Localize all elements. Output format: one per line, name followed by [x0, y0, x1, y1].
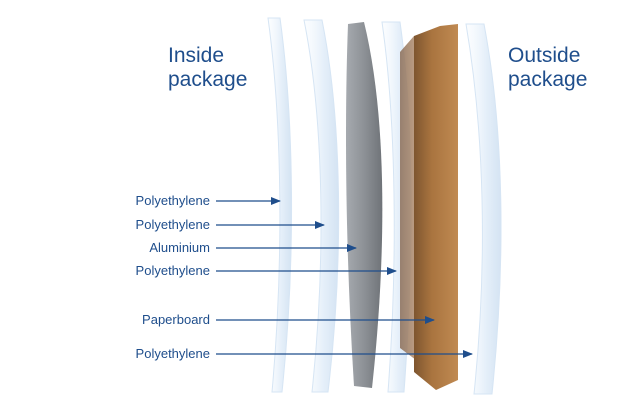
- outside-heading-line2: package: [508, 68, 588, 91]
- inside-package-heading: Inside package: [168, 44, 247, 92]
- aluminium-sheet: [346, 22, 383, 388]
- polyethylene-sheet-4: [465, 23, 502, 395]
- inside-heading-line2: package: [168, 68, 248, 91]
- polyethylene-sheet-2: [303, 19, 340, 393]
- layer-label-4: Polyethylene: [135, 263, 210, 278]
- layer-label-2: Polyethylene: [135, 217, 210, 232]
- paperboard-edge: [400, 36, 416, 360]
- label-arrows: [216, 197, 473, 358]
- paperboard-sheet: [414, 24, 458, 390]
- outside-package-heading: Outside package: [508, 44, 587, 92]
- layer-label-3: Aluminium: [149, 240, 210, 255]
- inside-heading-line1: Inside: [168, 44, 225, 67]
- layer-label-5: Paperboard: [142, 312, 210, 327]
- polyethylene-sheet-1: [267, 17, 293, 393]
- layer-label-6: Polyethylene: [135, 346, 210, 361]
- layer-label-1: Polyethylene: [135, 193, 210, 208]
- outside-heading-line1: Outside: [508, 44, 581, 67]
